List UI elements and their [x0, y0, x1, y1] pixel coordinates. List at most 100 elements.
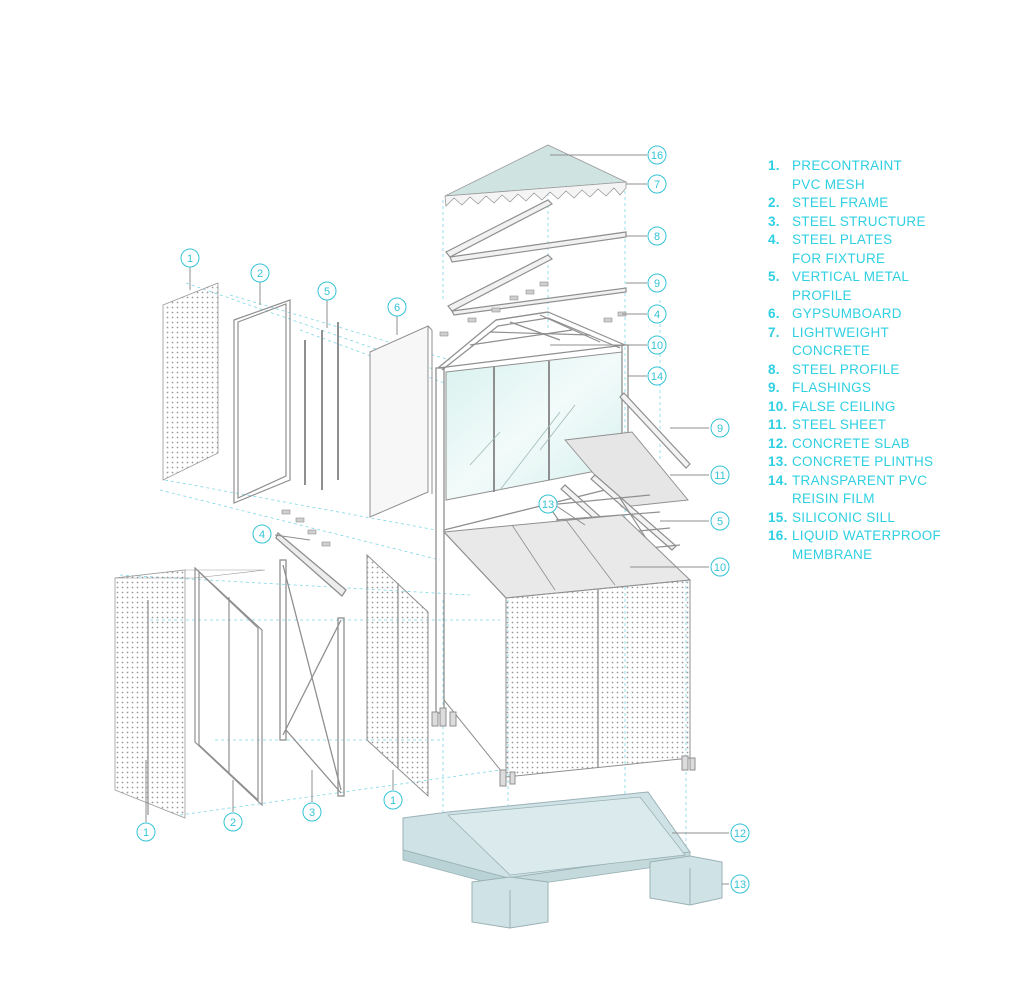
- legend-number: 6.: [768, 306, 780, 321]
- svg-text:4: 4: [259, 529, 265, 541]
- legend-item: 3. STEEL STRUCTURE: [768, 213, 1018, 232]
- legend-number: 13.: [768, 454, 788, 469]
- vertical-metal-profiles: [304, 322, 339, 490]
- legend-number: 4.: [768, 232, 780, 247]
- leader-lines: [145, 154, 729, 885]
- callout-4-left: 4: [252, 524, 272, 544]
- legend-label: LIQUID WATERPROOF MEMBRANE: [792, 528, 942, 562]
- callout-7: 7: [647, 174, 667, 194]
- fixing-plates-lower: [281, 509, 331, 547]
- callout-6: 6: [387, 297, 407, 317]
- lower-steel-structure: [275, 531, 347, 797]
- roof-truss: [437, 311, 626, 371]
- gypsumboard-panel: [369, 325, 433, 518]
- svg-text:12: 12: [734, 828, 746, 840]
- svg-text:2: 2: [230, 817, 236, 829]
- legend-label: CONCRETE SLAB: [792, 435, 910, 451]
- legend-label: VERTICAL METAL PROFILE: [792, 269, 910, 303]
- base-fixings: [431, 707, 696, 787]
- callout-5-right: 5: [710, 511, 730, 531]
- upper-mesh-panel: [162, 282, 219, 481]
- legend-number: 11.: [768, 417, 787, 432]
- legend-label: STEEL STRUCTURE: [792, 213, 926, 229]
- legend-item: 15.SILICONIC SILL: [768, 509, 1018, 528]
- upper-steel-frame: [233, 299, 291, 504]
- svg-text:4: 4: [654, 309, 660, 321]
- legend-number: 3.: [768, 213, 780, 229]
- legend-item: 12.CONCRETE SLAB: [768, 435, 1018, 454]
- legend-label: SILICONIC SILL: [792, 509, 896, 525]
- legend-label: STEEL PROFILE: [792, 361, 900, 377]
- callout-14: 14: [647, 366, 667, 386]
- callout-2-lower: 2: [223, 812, 243, 832]
- svg-text:1: 1: [390, 795, 396, 807]
- lower-mesh-box: [114, 569, 266, 819]
- svg-text:3: 3: [309, 807, 315, 819]
- legend-item: 6. GYPSUMBOARD: [768, 305, 1018, 324]
- legend-label: FALSE CEILING: [792, 398, 896, 414]
- svg-text:14: 14: [651, 371, 663, 383]
- callout-2-upper: 2: [250, 263, 270, 283]
- roof-membrane: [444, 144, 628, 207]
- legend-label: TRANSPARENT PVC REISIN FILM: [792, 472, 928, 507]
- svg-text:16: 16: [651, 150, 663, 162]
- svg-text:5: 5: [324, 286, 330, 298]
- legend-label: GYPSUMBOARD: [792, 306, 902, 321]
- legend-number: 10.: [768, 398, 788, 414]
- callout-1-upper: 1: [180, 248, 200, 268]
- legend-item: 2. STEEL FRAME: [768, 194, 1018, 213]
- svg-text:13: 13: [734, 879, 746, 891]
- legend-number: 7.: [768, 324, 780, 340]
- legend-number: 12.: [768, 435, 788, 451]
- callout-12: 12: [730, 823, 750, 843]
- callout-16: 16: [647, 145, 667, 165]
- callout-9-top: 9: [647, 273, 667, 293]
- callout-1-lower-right: 1: [383, 790, 403, 810]
- concrete-plinths: [471, 855, 723, 929]
- svg-text:11: 11: [714, 470, 725, 482]
- component-legend: 1. PRECONTRAINT PVC MESH 2. STEEL FRAME 3. ST…: [768, 157, 1018, 564]
- legend-number: 1.: [768, 158, 780, 173]
- callout-4-right: 4: [647, 304, 667, 324]
- svg-text:10: 10: [714, 562, 726, 574]
- legend-label: PRECONTRAINT PVC MESH: [792, 158, 903, 192]
- legend-number: 5.: [768, 269, 780, 284]
- legend-item: 4.STEEL PLATES FOR FIXTURE: [768, 231, 1018, 268]
- legend-number: 9.: [768, 380, 780, 395]
- legend-number: 16.: [768, 528, 788, 543]
- svg-text:9: 9: [717, 423, 723, 435]
- legend-item: 7.LIGHTWEIGHT CONCRETE: [768, 324, 1018, 361]
- concrete-slab: [402, 791, 691, 889]
- callout-10-bottom: 10: [710, 557, 730, 577]
- lower-steel-frame: [194, 566, 263, 807]
- legend-item: 9.FLASHINGS: [768, 379, 1018, 398]
- legend-item: 5. VERTICAL METAL PROFILE: [768, 268, 1018, 305]
- legend-number: 15.: [768, 509, 788, 525]
- flashings-right: [619, 392, 691, 469]
- callout-3: 3: [302, 802, 322, 822]
- lower-mesh-panel-right: [366, 553, 429, 798]
- legend-item: 14.TRANSPARENT PVC REISIN FILM: [768, 472, 1018, 509]
- legend-item: 16. LIQUID WATERPROOF MEMBRANE: [768, 527, 1018, 564]
- svg-text:6: 6: [394, 302, 400, 314]
- callout-10-top: 10: [647, 335, 667, 355]
- callout-13-mid: 13: [538, 494, 558, 514]
- legend-label: STEEL FRAME: [792, 195, 889, 210]
- svg-text:7: 7: [654, 179, 660, 191]
- callout-8: 8: [647, 226, 667, 246]
- callout-1-lower-left: 1: [136, 822, 156, 842]
- legend-item: 13. CONCRETE PLINTHS: [768, 453, 1018, 472]
- svg-text:10: 10: [651, 340, 663, 352]
- legend-number: 14.: [768, 472, 788, 488]
- legend-label: CONCRETE PLINTHS: [792, 454, 934, 469]
- svg-text:5: 5: [717, 516, 723, 528]
- legend-label: STEEL SHEET: [792, 417, 887, 432]
- svg-text:1: 1: [143, 827, 149, 839]
- legend-number: 2.: [768, 195, 780, 210]
- svg-text:1: 1: [187, 253, 193, 265]
- legend-item: 8.STEEL PROFILE: [768, 361, 1018, 380]
- svg-text:8: 8: [654, 231, 660, 243]
- legend-item: 11. STEEL SHEET: [768, 416, 1018, 435]
- callout-11: 11: [710, 465, 730, 485]
